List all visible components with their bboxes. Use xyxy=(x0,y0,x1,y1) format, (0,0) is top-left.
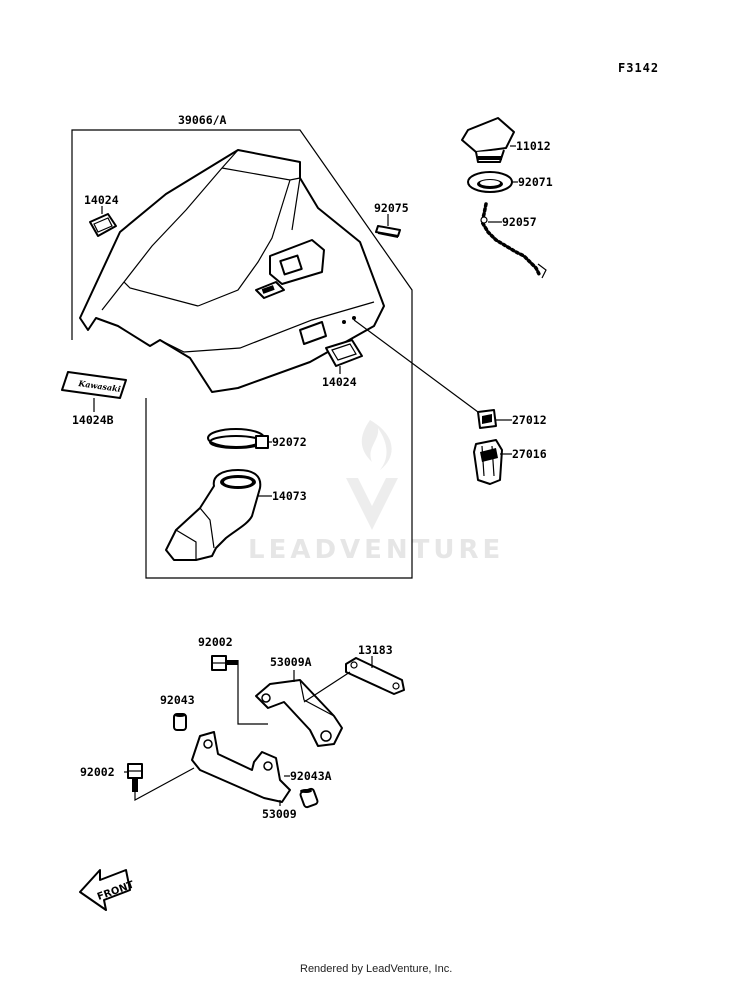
label-92002-top: 92002 xyxy=(198,635,233,649)
figure-code: F3142 xyxy=(618,61,659,75)
clamp-92072 xyxy=(207,428,269,449)
grommet-14024-left xyxy=(89,213,117,237)
label-14024-left: 14024 xyxy=(84,193,119,207)
label-27016: 27016 xyxy=(512,447,547,461)
label-27012: 27012 xyxy=(512,413,547,427)
leadventure-watermark: LEADVENTURE xyxy=(248,420,504,565)
grommet-14024-bottom xyxy=(325,339,363,367)
label-11012: 11012 xyxy=(516,139,551,153)
label-92002-bottom: 92002 xyxy=(80,765,115,779)
cap-11012 xyxy=(461,117,515,163)
ring-92071 xyxy=(467,171,513,193)
console-cover xyxy=(79,149,385,393)
label-14073: 14073 xyxy=(272,489,307,503)
label-39066A: 39066/A xyxy=(178,113,227,127)
front-arrow: FRONT xyxy=(79,869,136,911)
watermark-text: LEADVENTURE xyxy=(248,535,504,565)
collar-92043 xyxy=(173,713,187,731)
label-92057: 92057 xyxy=(502,215,537,229)
footer-text: Rendered by LeadVenture, Inc. xyxy=(300,963,452,975)
label-14024B: 14024B xyxy=(72,413,114,427)
assembly-boundary xyxy=(71,129,413,579)
label-53009: 53009 xyxy=(262,807,297,821)
chain-92057 xyxy=(480,202,547,279)
bracket-53009 xyxy=(191,731,291,803)
bolt-92002-bottom xyxy=(127,763,143,792)
collar-92043A xyxy=(299,787,319,809)
plate-13183 xyxy=(345,657,405,695)
label-53009A: 53009A xyxy=(270,655,312,669)
label-92075: 92075 xyxy=(374,201,409,215)
clip-27012 xyxy=(477,409,497,429)
pad-92075 xyxy=(375,225,401,238)
leader-27012 xyxy=(353,319,479,413)
label-13183: 13183 xyxy=(358,643,393,657)
label-92072: 92072 xyxy=(272,435,307,449)
label-92043A: 92043A xyxy=(290,769,332,783)
bracket-53009A xyxy=(255,679,343,747)
emblem-14024B: Kawasaki xyxy=(61,371,127,399)
duct-14073 xyxy=(165,469,262,561)
label-92043: 92043 xyxy=(160,693,195,707)
label-92071: 92071 xyxy=(518,175,553,189)
switch-27016 xyxy=(473,439,503,485)
label-14024-bottom: 14024 xyxy=(322,375,357,389)
bolt-92002-top xyxy=(211,655,238,671)
